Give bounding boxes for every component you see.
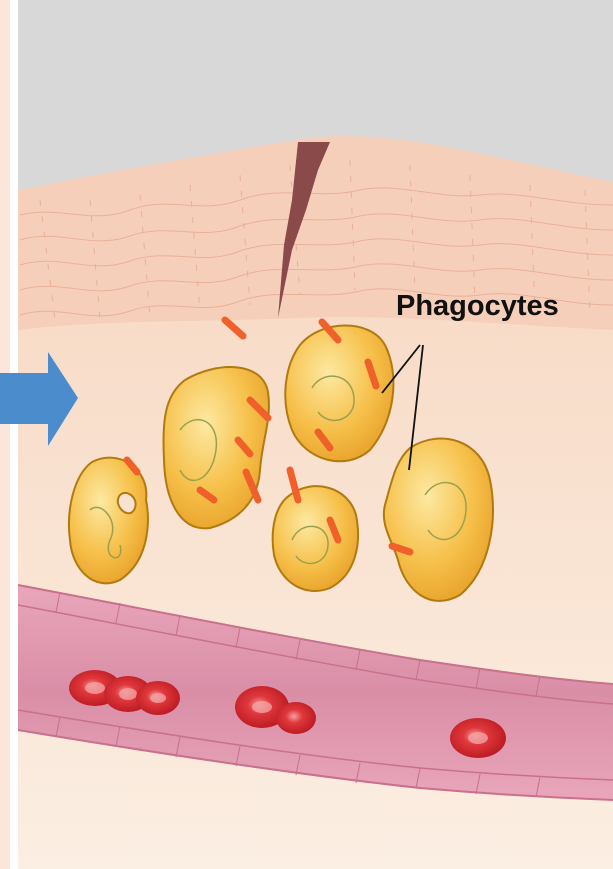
red-blood-cell xyxy=(276,702,316,734)
red-blood-cell xyxy=(450,718,506,758)
phagocyte-cell xyxy=(273,486,358,591)
red-blood-cell xyxy=(136,681,180,715)
left-panel-edge xyxy=(0,0,14,869)
phagocytes-label: Phagocytes xyxy=(396,290,559,323)
phagocyte-cell xyxy=(285,325,393,461)
phagocyte-cell xyxy=(69,458,148,584)
